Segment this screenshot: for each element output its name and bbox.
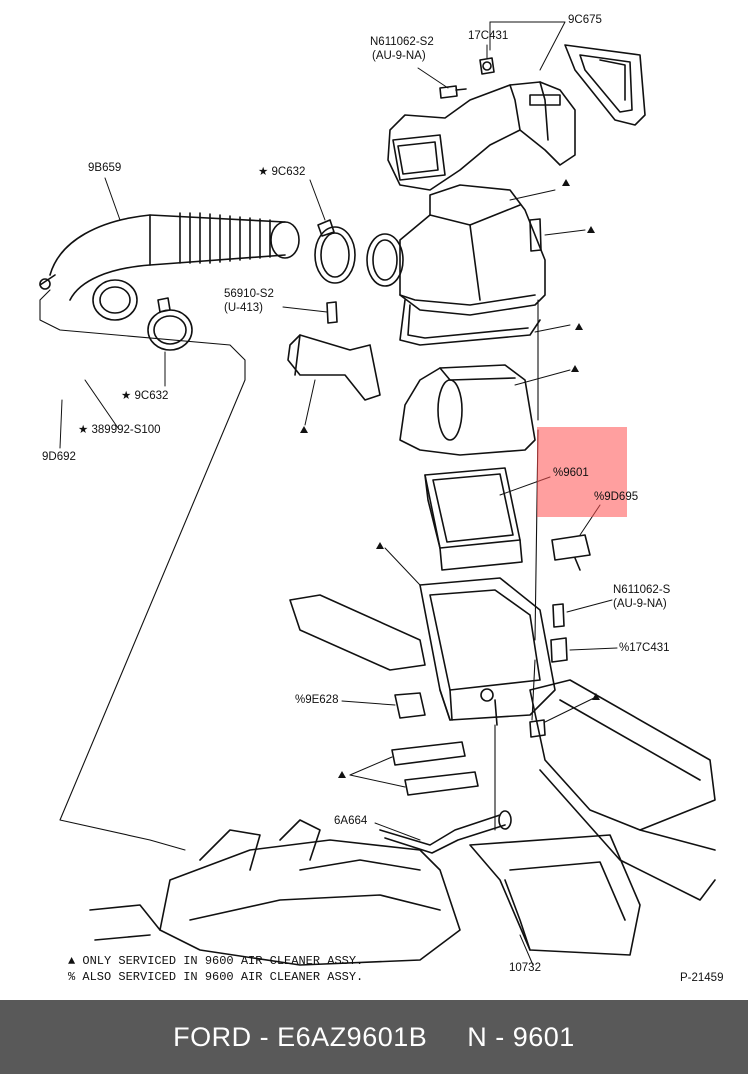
hose-6a664-drawing [379, 810, 512, 854]
inlet-duct-drawing [387, 44, 646, 191]
exploded-view-drawing [39, 21, 716, 966]
label-n611062-s2: N611062-S2 [370, 36, 434, 48]
label-9d695: %9D695 [594, 491, 639, 503]
label-389992-s100: ★ 389992-S100 [78, 424, 161, 436]
parts-diagram: 9C675 N611062-S2 (AU-9-NA) 17C431 9B659 … [39, 14, 724, 984]
label-6a664: 6A664 [334, 815, 368, 827]
fasteners-top [439, 57, 495, 99]
triangle-markers [300, 179, 600, 778]
filter-housing-upper-drawing [399, 364, 536, 456]
lower-air-cleaner-box-drawing [419, 577, 556, 726]
hose-9b659-drawing [39, 212, 300, 321]
part-number-caption: FORD - E6AZ9601B N - 9601 [173, 1021, 575, 1052]
air-cleaner-cover-drawing [366, 184, 546, 346]
note-only-serviced: ▲ ONLY SERVICED IN 9600 AIR CLEANER ASSY… [68, 954, 364, 968]
label-9e628: %9E628 [295, 694, 339, 706]
note-also-serviced: % ALSO SERVICED IN 9600 AIR CLEANER ASSY… [68, 970, 364, 984]
label-9b659: 9B659 [88, 162, 122, 174]
label-10732: 10732 [509, 962, 541, 974]
label-9d692: 9D692 [42, 451, 76, 463]
label-u-413: (U-413) [224, 302, 263, 314]
leader-lines [59, 21, 618, 966]
pads-drawing [391, 741, 479, 796]
label-9c632-left: ★ 9C632 [121, 390, 169, 402]
label-17c431-right: %17C431 [619, 642, 670, 654]
bracket-10732-drawing [469, 834, 641, 956]
label-56910-s2: 56910-S2 [224, 288, 274, 300]
sensor-drawing [551, 534, 591, 571]
label-17c431-top: 17C431 [468, 30, 509, 42]
label-9c675: 9C675 [568, 14, 602, 26]
label-au-9-na-top: (AU-9-NA) [372, 50, 426, 62]
clamps-drawing [147, 219, 356, 351]
footer-bar: FORD - E6AZ9601B N - 9601 [0, 1000, 748, 1074]
label-p-21459: P-21459 [680, 972, 724, 984]
fasteners-right [326, 218, 568, 738]
engine-manifold-drawing [89, 819, 461, 966]
highlight-9601 [537, 427, 627, 517]
filter-element-drawing [424, 467, 523, 571]
fender-panel-drawing [289, 594, 716, 901]
label-au-9-na-right: (AU-9-NA) [613, 598, 667, 610]
intake-tube-drawing [287, 334, 381, 401]
clip-drawing [394, 692, 426, 719]
label-9c632-top: ★ 9C632 [258, 166, 306, 178]
vacuum-line-drawing [39, 289, 246, 851]
label-n611062-s: N611062-S [613, 584, 671, 596]
label-9601: %9601 [553, 467, 589, 479]
